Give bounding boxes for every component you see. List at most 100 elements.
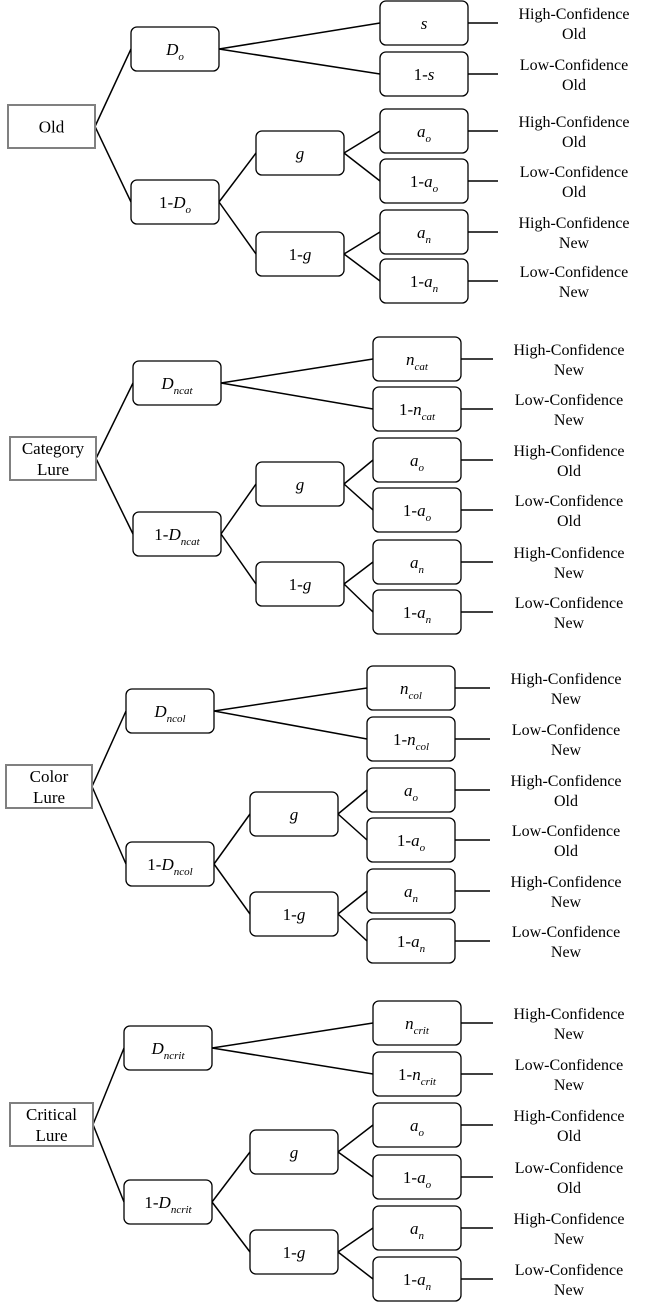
tree-2-detect-box (132, 360, 222, 406)
tree-3-outcome-1-line-2: New (551, 691, 582, 708)
tree-2-outcome-5-line-1: High-Confidence (513, 545, 624, 562)
tree-2-leaf-box-2 (372, 386, 462, 432)
tree-4-edge-nguess-new-high (337, 1227, 374, 1253)
tree-1-root-box (7, 104, 96, 149)
tree-4-edge-nguess-new-low (337, 1251, 374, 1280)
tree-2-outcome-2-line-2: New (554, 412, 585, 429)
tree-4-edge-guess-old-low (337, 1151, 374, 1178)
tree-1-not-detect-label: 1-Do (159, 193, 191, 216)
tree-2-root-label-line-1: Category (22, 439, 85, 458)
tree-2-edge-detect-leaf1 (220, 358, 374, 384)
tree-1-outcome-3-line-2: Old (562, 134, 586, 151)
tree-4-root-label-line-2: Lure (35, 1126, 67, 1145)
tree-4-not-detect-label: 1-Dncrit (144, 1193, 192, 1216)
tree-3-edge-nd-guess (213, 813, 251, 865)
tree-4-outcome-1-line-1: High-Confidence (513, 1006, 624, 1023)
tree-1-outcome-6-line-1: Low-Confidence (520, 264, 628, 281)
tree-4-outcome-2-line-2: New (554, 1077, 585, 1094)
tree-1-outcome-4-line-2: Old (562, 184, 586, 201)
tree-2-outcome-1-line-2: New (554, 362, 585, 379)
tree-3-not-detect-label: 1-Dncol (147, 855, 192, 878)
tree-1-leaf-label-2: 1-s (414, 65, 435, 84)
tree-3-root-box (5, 764, 93, 809)
tree-3-edge-nguess-new-high (337, 890, 368, 915)
tree-4-leaf-box-4 (372, 1154, 462, 1200)
tree-3-edge-guess-old-high (337, 789, 368, 815)
tree-2-detect-label: Dncat (160, 374, 193, 397)
tree-3-outcome-5-line-1: High-Confidence (510, 874, 621, 891)
tree-1-not-guess-label: 1-g (289, 245, 312, 264)
tree-3-root-label-line-2: Lure (33, 788, 65, 807)
tree-3-outcome-4-line-2: Old (554, 843, 578, 860)
tree-4-not-guess-box (249, 1229, 339, 1275)
tree-2-root-label-line-2: Lure (37, 460, 69, 479)
tree-2-leaf-label-2: 1-ncat (399, 400, 436, 423)
tree-1-leaf-box-3 (379, 108, 469, 154)
tree-1-leaf-box-1 (379, 0, 469, 46)
tree-2-outcome-3-line-1: High-Confidence (513, 443, 624, 460)
tree-4-outcome-4-line-1: Low-Confidence (515, 1160, 623, 1177)
tree-4-leaf-box-3 (372, 1102, 462, 1148)
tree-2-leaf-label-1: ncat (406, 350, 429, 373)
tree-3-detect-label: Dncol (153, 702, 185, 725)
tree-3-edge-detect-leaf1 (213, 687, 368, 712)
tree-1-outcome-2-line-2: Old (562, 77, 586, 94)
tree-1-guess-box (255, 130, 345, 176)
tree-4-leaf-label-3: ao (410, 1116, 425, 1139)
tree-2-leaf-label-6: 1-an (403, 603, 432, 626)
tree-3-leaf-label-4: 1-ao (397, 831, 426, 854)
tree-3-outcome-6-line-2: New (551, 944, 582, 961)
tree-1-edge-detect-leaf1 (218, 22, 381, 50)
tree-2-edge-nguess-new-high (343, 561, 374, 585)
tree-4-edge-nd-not-guess (211, 1201, 251, 1253)
tree-3-outcome-6-line-1: Low-Confidence (512, 924, 620, 941)
tree-4-outcome-5-line-2: New (554, 1231, 585, 1248)
tree-4-leaf-label-5: an (410, 1219, 425, 1242)
tree-1-guess-label: g (296, 144, 305, 163)
tree-1-root-label-line-1: Old (39, 118, 65, 137)
tree-3-leaf-label-2: 1-ncol (393, 730, 429, 753)
tree-4-root-box (9, 1102, 94, 1147)
tree-2-not-detect-label: 1-Dncat (154, 525, 200, 548)
tree-3-root-label-line-1: Color (30, 767, 69, 786)
tree-3-outcome-1-line-1: High-Confidence (510, 671, 621, 688)
tree-2-outcome-6-line-1: Low-Confidence (515, 595, 623, 612)
tree-2-not-detect-box (132, 511, 222, 557)
tree-4-leaf-label-2: 1-ncrit (398, 1065, 437, 1088)
tree-2-leaf-box-1 (372, 336, 462, 382)
tree-1-outcome-4-line-1: Low-Confidence (520, 164, 628, 181)
tree-3-leaf-label-1: ncol (400, 679, 422, 702)
tree-1-leaf-label-5: an (417, 223, 432, 246)
tree-4-not-guess-label: 1-g (283, 1243, 306, 1262)
tree-1-edge-root-detect (94, 48, 132, 127)
tree-3-not-guess-label: 1-g (283, 905, 306, 924)
tree-3-leaf-box-1 (366, 665, 456, 711)
tree-4-leaf-box-1 (372, 1000, 462, 1046)
tree-3-leaf-box-5 (366, 868, 456, 914)
tree-2-edge-nguess-new-low (343, 583, 374, 613)
tree-3-outcome-2-line-1: Low-Confidence (512, 722, 620, 739)
tree-4-guess-box (249, 1129, 339, 1175)
tree-4-outcome-2-line-1: Low-Confidence (515, 1057, 623, 1074)
tree-4-edge-detect-leaf2 (211, 1047, 374, 1075)
tree-2-edge-root-detect (95, 382, 134, 459)
tree-4-edge-root-not-detect (92, 1124, 125, 1203)
tree-4-leaf-label-4: 1-ao (403, 1168, 432, 1191)
tree-3-outcome-5-line-2: New (551, 894, 582, 911)
tree-4-leaf-box-2 (372, 1051, 462, 1097)
tree-4-outcome-6-line-1: Low-Confidence (515, 1262, 623, 1279)
tree-1-edge-nguess-new-low (343, 253, 381, 282)
tree-3-edge-nd-not-guess (213, 863, 251, 915)
tree-3-leaf-label-6: 1-an (397, 932, 426, 955)
tree-3-outcome-3-line-1: High-Confidence (510, 773, 621, 790)
tree-1-leaf-box-5 (379, 209, 469, 255)
tree-3-outcome-4-line-1: Low-Confidence (512, 823, 620, 840)
tree-3-leaf-box-6 (366, 918, 456, 964)
tree-4-edge-root-detect (92, 1047, 125, 1125)
tree-1-outcome-3-line-1: High-Confidence (518, 114, 629, 131)
tree-4-leaf-label-1: ncrit (405, 1014, 430, 1037)
tree-4-root-label-line-1: Critical (26, 1105, 77, 1124)
tree-2-guess-label: g (296, 475, 305, 494)
tree-4-guess-label: g (290, 1143, 299, 1162)
